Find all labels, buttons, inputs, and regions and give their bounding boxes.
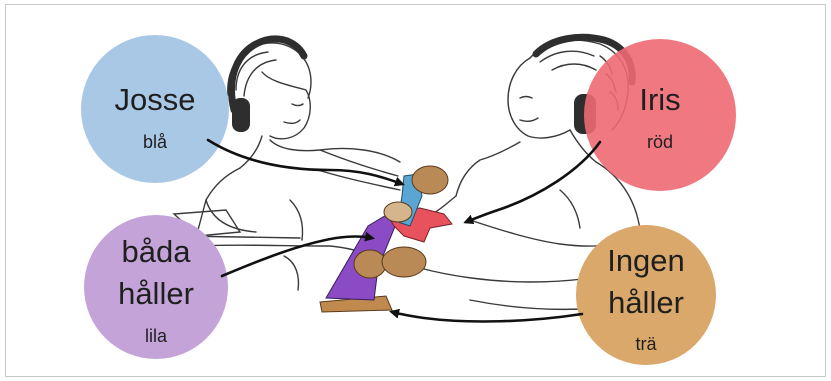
josse-name: Josse	[95, 84, 215, 115]
hand	[354, 250, 386, 278]
hand	[382, 247, 426, 277]
iris-color-word: röd	[620, 133, 700, 151]
none-line2: håller	[586, 287, 706, 318]
none-color-word: trä	[606, 335, 686, 353]
none-line1: Ingen	[586, 245, 706, 276]
hand	[412, 166, 448, 194]
arrow-icon	[466, 142, 600, 222]
headphones-icon	[232, 98, 250, 132]
both-line1: båda	[96, 236, 216, 267]
iris-name: Iris	[600, 84, 720, 115]
both-line2: håller	[96, 278, 216, 309]
arrow-icon	[208, 140, 402, 184]
hand	[384, 202, 412, 222]
arrow-icon	[392, 312, 582, 321]
josse-color-word: blå	[115, 133, 195, 151]
both-color-word: lila	[116, 327, 196, 345]
